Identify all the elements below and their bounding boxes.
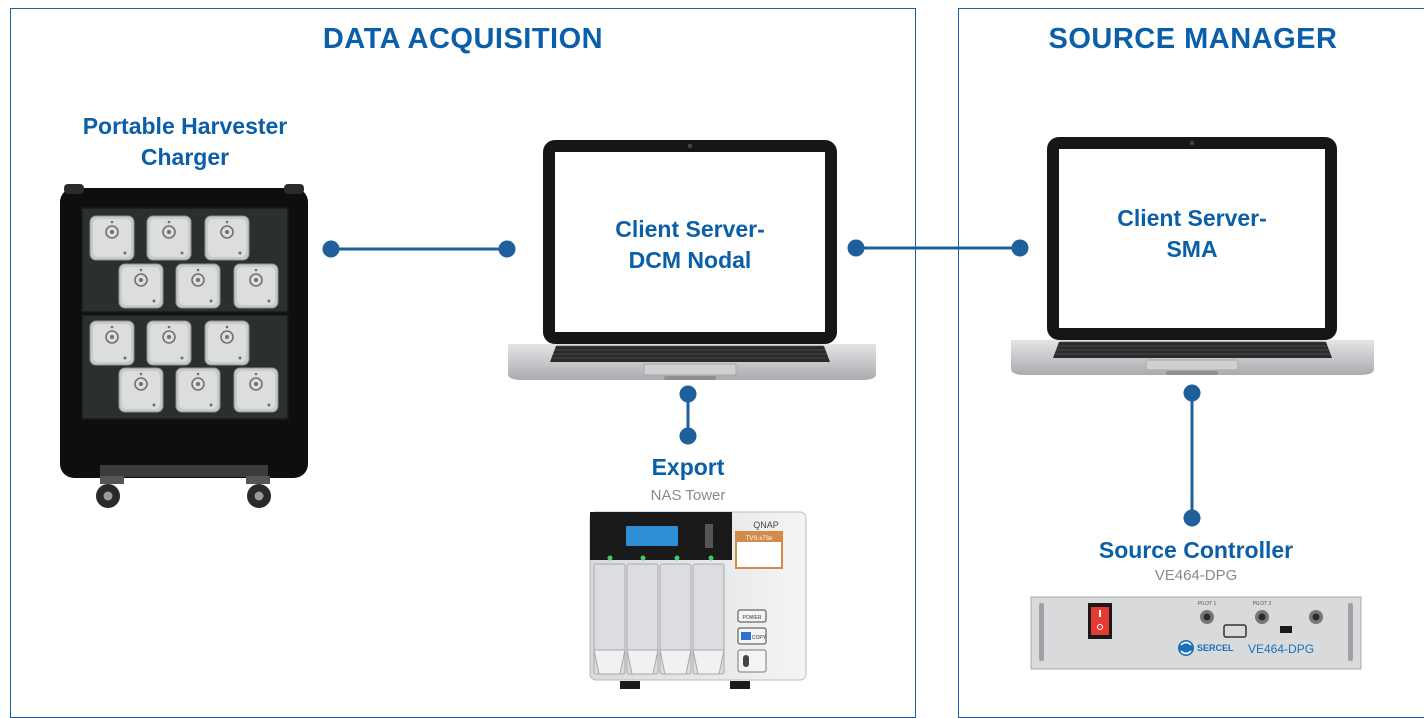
sma-label: Client Server- SMA <box>1062 203 1322 265</box>
source-manager-panel: SOURCE MANAGER <box>958 8 1424 718</box>
nas-tower-icon: QNAP TVS-x73e POWER COPY <box>589 511 807 689</box>
pilot2-label: PILOT 2 <box>1253 601 1272 607</box>
pilot1-label: PILOT 1 <box>1198 601 1217 607</box>
data-acquisition-title: DATA ACQUISITION <box>322 23 604 55</box>
charger-label-line2: Charger <box>140 144 230 170</box>
charger-cabinet-icon <box>60 184 308 508</box>
nas-brand: QNAP <box>753 520 779 530</box>
dcm-label-line1: Client Server- <box>615 216 765 242</box>
nas-power-label: POWER <box>743 615 762 621</box>
laptop-icon <box>1011 137 1374 375</box>
charger-label: Portable Harvester Charger <box>50 111 320 173</box>
export-title: Export <box>651 454 725 480</box>
dpg-model: VE464-DPG <box>1248 642 1314 656</box>
dpg-brand: SERCEL <box>1197 643 1234 653</box>
controller-title: Source Controller <box>1098 537 1294 563</box>
sma-label-line1: Client Server- <box>1117 205 1267 231</box>
source-controller-icon: PILOT 1 PILOT 2 SERCEL VE464-DPG <box>1030 596 1362 670</box>
dcm-label-line2: DCM Nodal <box>628 247 752 273</box>
export-subtitle: NAS Tower <box>650 487 726 504</box>
controller-subtitle: VE464-DPG <box>1154 567 1238 584</box>
laptop-icon <box>508 140 876 380</box>
connector-sma-controller <box>1183 384 1201 527</box>
nas-model: TVS-x73e <box>746 536 773 542</box>
sma-label-line2: SMA <box>1166 236 1218 262</box>
connector-dcm-export <box>679 385 697 445</box>
source-manager-title: SOURCE MANAGER <box>1048 23 1338 55</box>
connector-dcm-sma <box>847 239 1029 257</box>
dcm-label: Client Server- DCM Nodal <box>560 214 820 276</box>
charger-label-line1: Portable Harvester <box>82 113 288 139</box>
connector-charger-dcm <box>322 240 516 258</box>
nas-copy-label: COPY <box>752 635 767 641</box>
